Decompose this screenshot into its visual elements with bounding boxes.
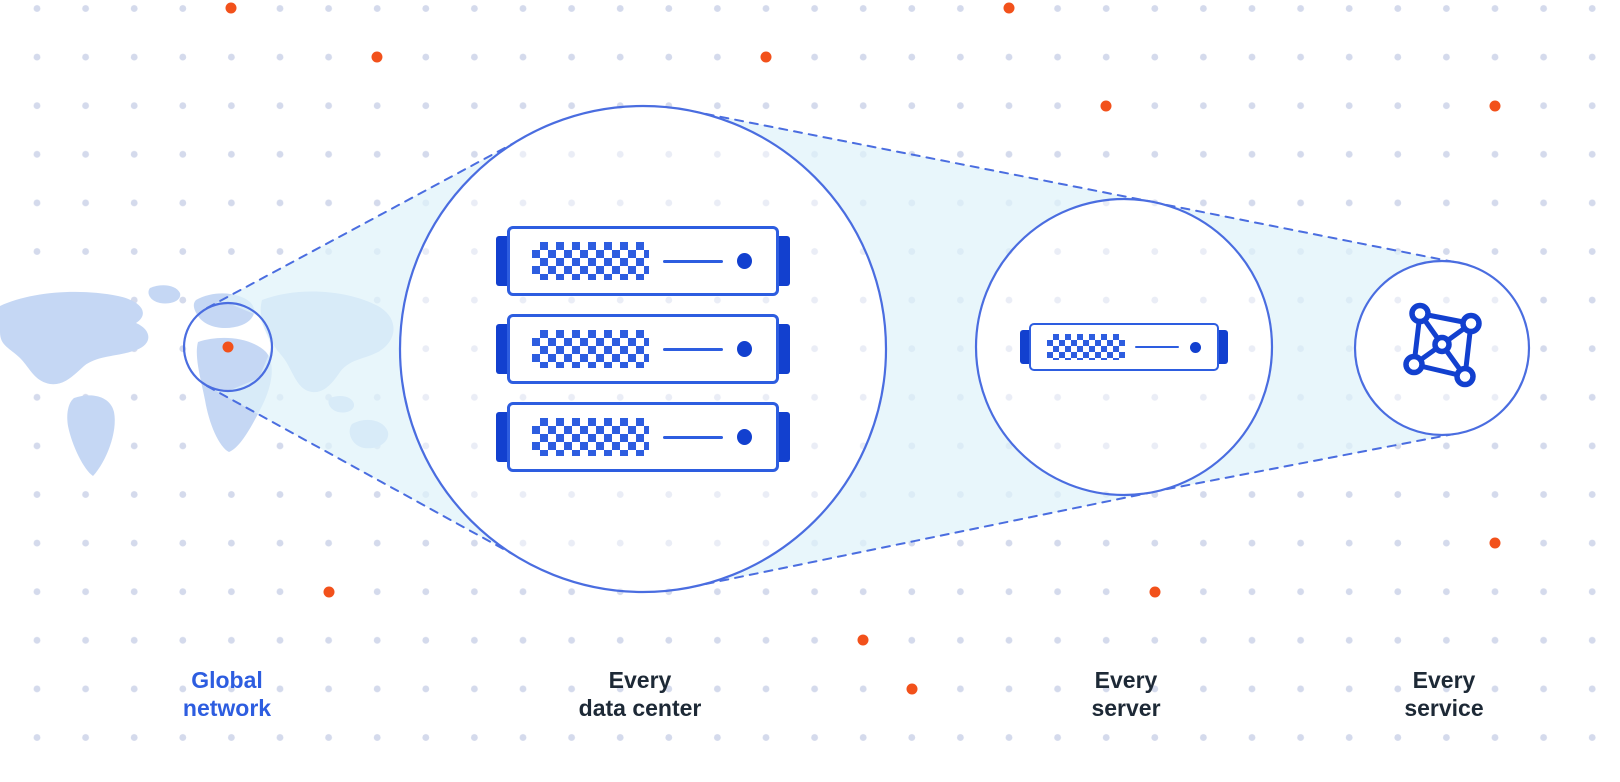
service-node <box>1395 299 1489 398</box>
rack-server-icon <box>496 226 790 296</box>
rack-server-icon <box>496 314 790 384</box>
rack-server-icon <box>1020 323 1228 371</box>
server-slot-line <box>663 347 724 351</box>
server-vent-pattern <box>532 330 650 368</box>
server-slot-line <box>663 259 724 263</box>
network-mesh-icon <box>1403 302 1482 388</box>
label-every-data-center: Every data center <box>578 667 702 722</box>
single-server <box>1020 323 1228 371</box>
global-highlight-circle <box>182 301 274 393</box>
label-every-service: Every service <box>1404 667 1484 722</box>
server-slot-line <box>663 435 724 439</box>
server-body <box>507 402 779 472</box>
server-vent-pattern <box>532 418 650 456</box>
data-center-circle <box>398 104 888 594</box>
rack-server-icon <box>496 402 790 472</box>
server-led-indicator <box>1190 341 1201 353</box>
label-global-network: Global network <box>182 667 272 722</box>
server-body <box>507 314 779 384</box>
server-body <box>1029 323 1219 371</box>
server-circle <box>974 197 1274 497</box>
location-marker-dot <box>222 341 234 353</box>
service-circle <box>1353 259 1531 437</box>
label-every-server: Every server <box>1091 667 1161 722</box>
server-led-indicator <box>737 253 752 269</box>
server-vent-pattern <box>532 242 650 280</box>
server-body <box>507 226 779 296</box>
data-center-servers <box>496 226 790 472</box>
accent-dots <box>225 2 1501 695</box>
server-led-indicator <box>737 341 752 357</box>
server-led-indicator <box>737 429 752 445</box>
server-slot-line <box>1135 345 1179 349</box>
server-vent-pattern <box>1047 334 1125 360</box>
